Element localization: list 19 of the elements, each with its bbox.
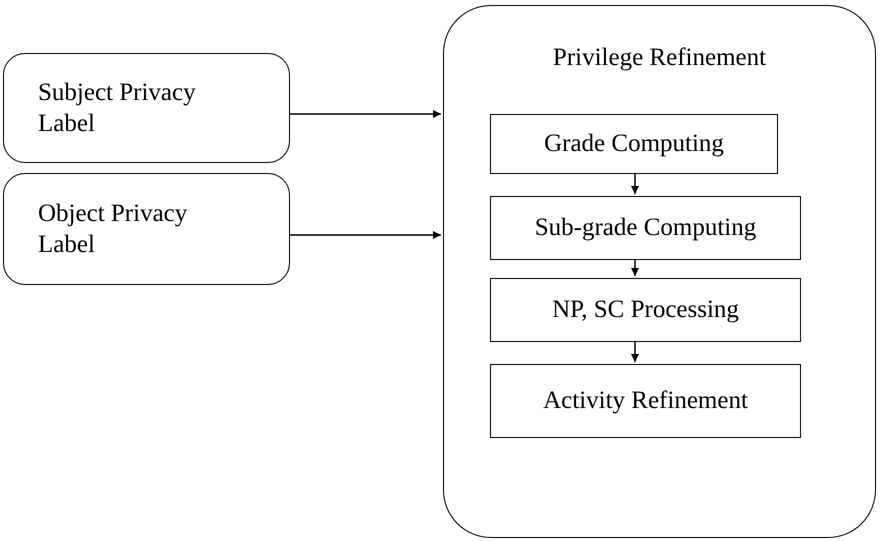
box-label: NP, SC Processing [552,295,739,326]
group-title: Privilege Refinement [552,43,766,73]
arrow [631,341,639,362]
box-label: Activity Refinement [543,386,748,416]
arrow [290,231,441,239]
process-box [490,196,801,260]
box-label: Grade Computing [544,129,724,160]
rounded-box [3,53,290,163]
process-box [490,364,801,438]
arrow [290,110,441,118]
rounded-box [3,173,290,285]
arrow [631,259,639,276]
group-container [443,5,876,538]
arrow [631,173,639,194]
box-label: Sub-grade Computing [534,213,756,244]
box-label: Subject Privacy Label [38,78,197,139]
box-label: Object Privacy Label [38,198,188,260]
process-box [490,114,778,174]
process-box [490,278,801,342]
